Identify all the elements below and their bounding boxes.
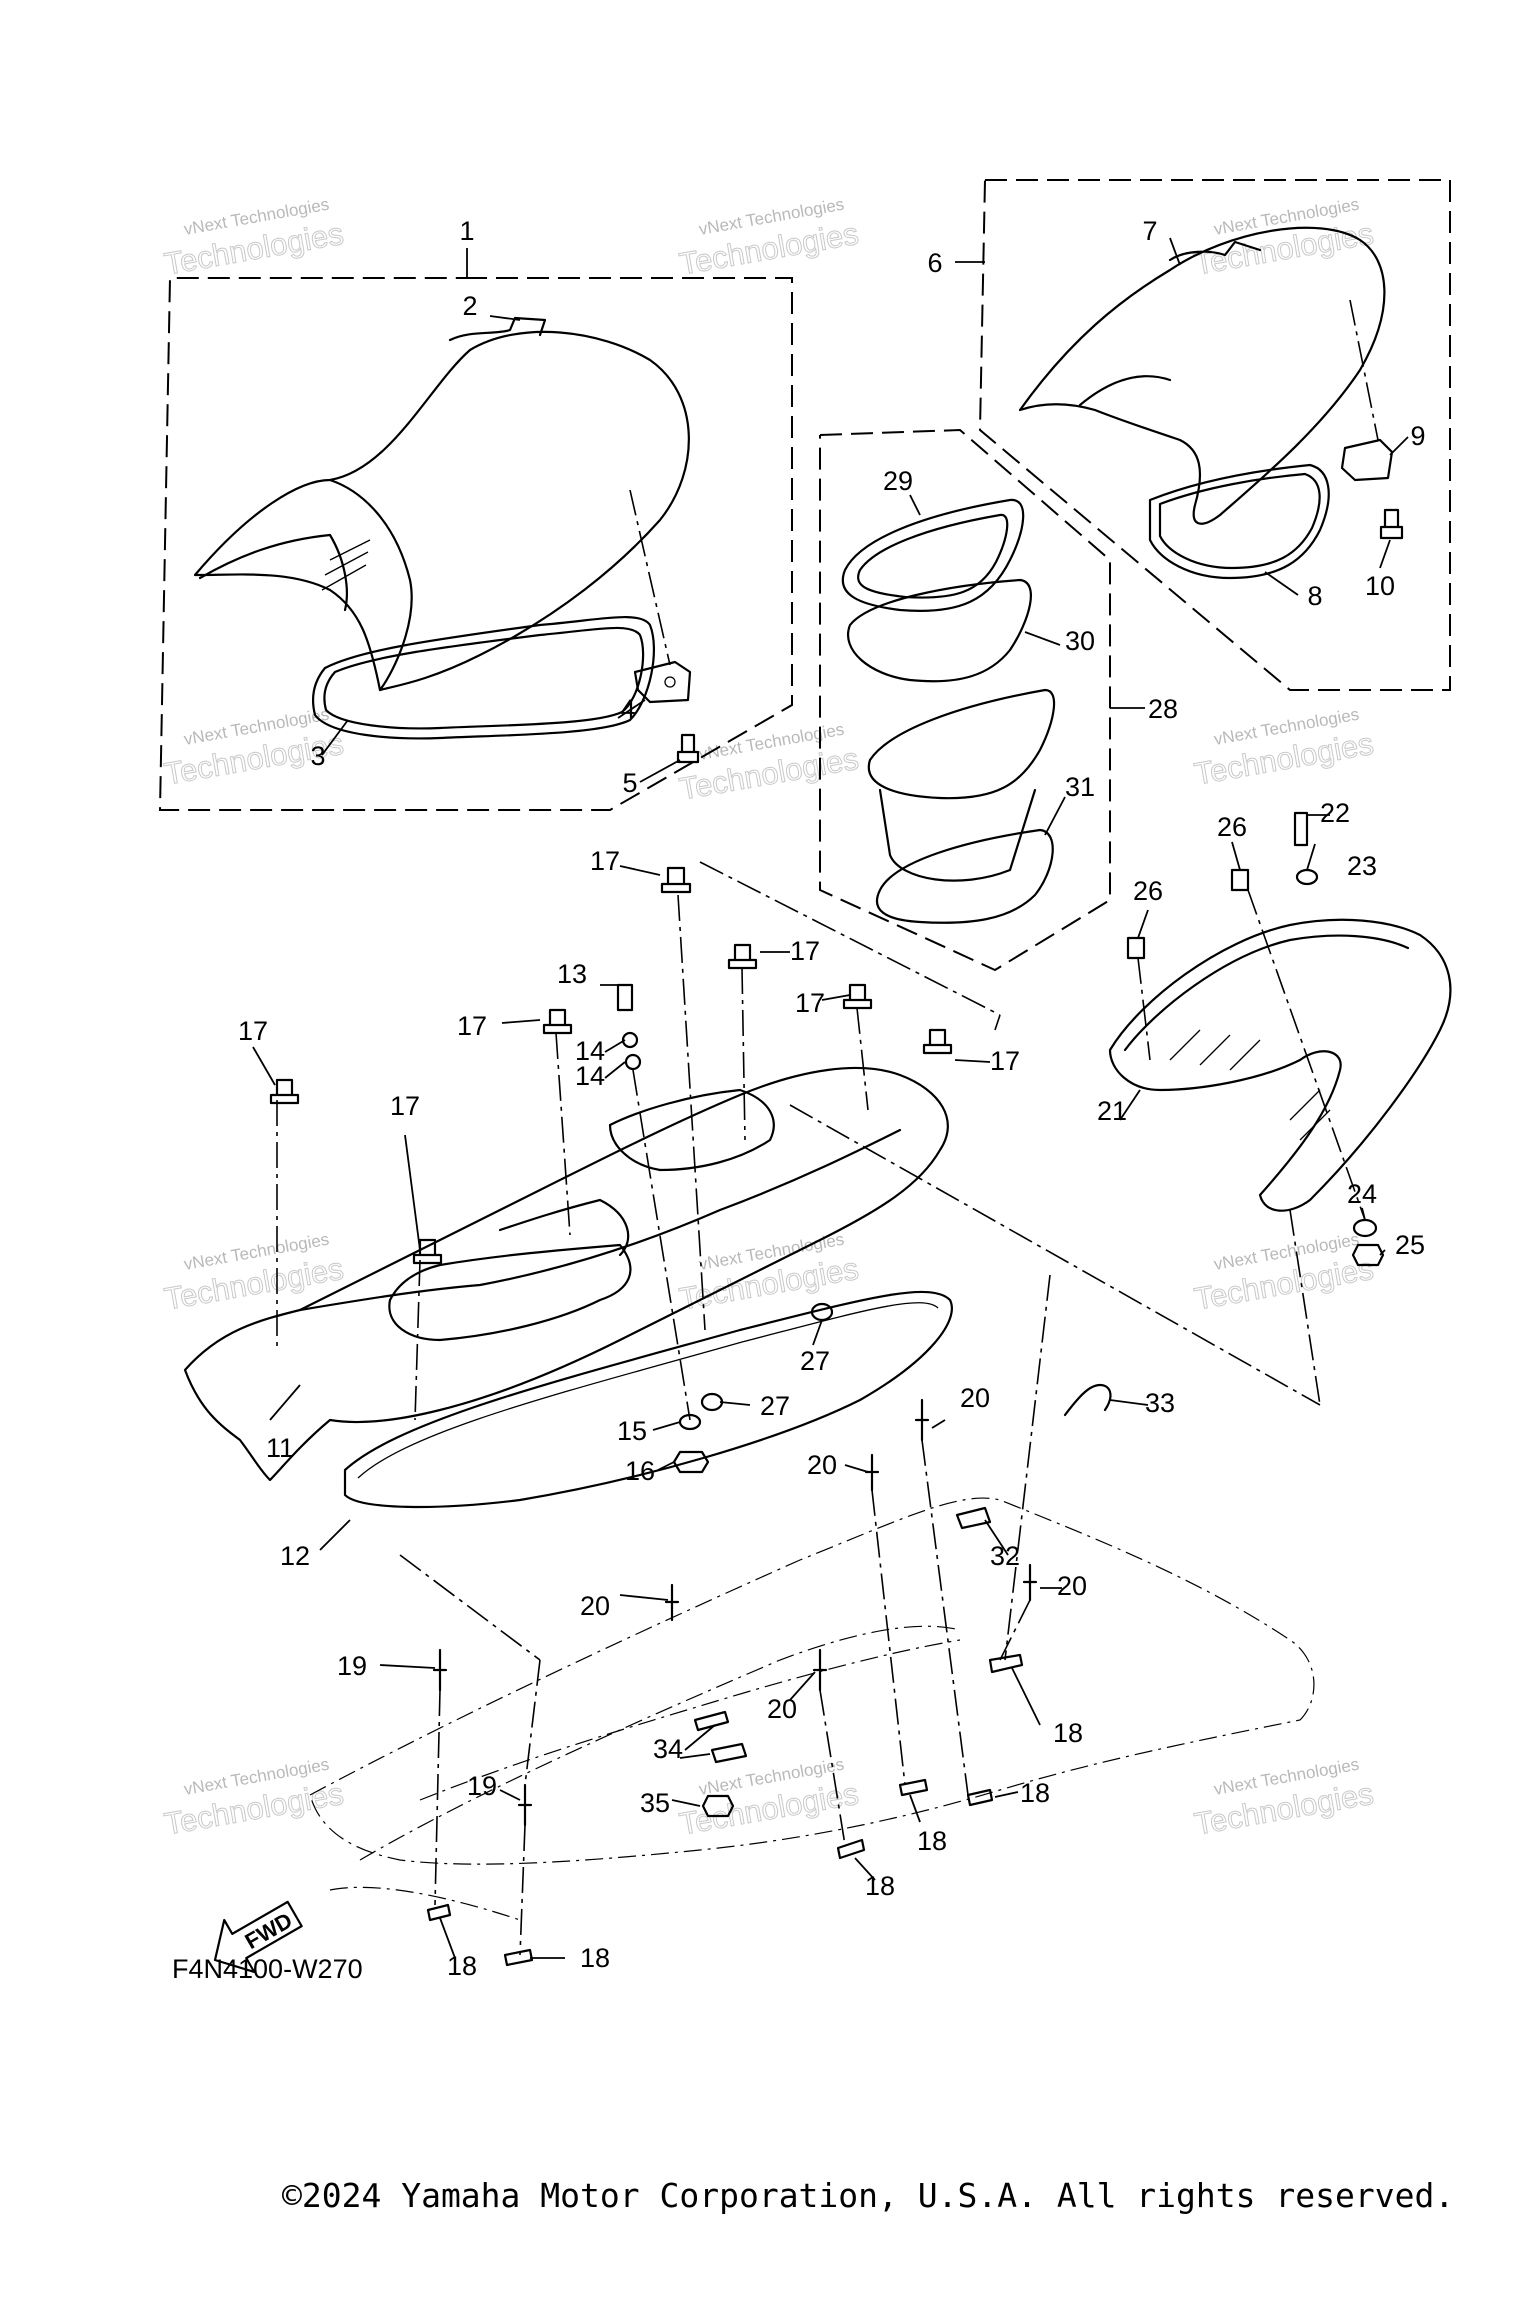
callout-number: 10	[1365, 571, 1395, 601]
callout-number: 17	[590, 846, 620, 876]
callout-number: 20	[960, 1383, 990, 1413]
callout-number: 20	[767, 1694, 797, 1724]
callout-number: 20	[1057, 1571, 1087, 1601]
callout-number: 11	[266, 1433, 294, 1463]
callout-number: 8	[1307, 581, 1322, 611]
callout-number: 3	[310, 741, 325, 771]
storage-box	[841, 498, 1056, 924]
assembly-lines	[276, 861, 1366, 1956]
callout-number: 17	[795, 988, 825, 1018]
callout-number: 35	[640, 1788, 670, 1818]
front-seat-group-box	[158, 277, 793, 811]
hull-outline	[309, 1497, 1315, 1921]
callout-number: 21	[1097, 1096, 1127, 1126]
callout-number: 22	[1320, 798, 1350, 828]
copyright-notice: ©2024 Yamaha Motor Corporation, U.S.A. A…	[282, 2176, 1455, 2215]
callout-number: 20	[807, 1450, 837, 1480]
callout-number: 32	[990, 1541, 1020, 1571]
seat-base-deck	[183, 1066, 953, 1509]
callout-number: 18	[917, 1826, 947, 1856]
callout-number: 34	[653, 1734, 683, 1764]
callout-number: 15	[617, 1416, 647, 1446]
callout-number: 14	[575, 1036, 605, 1066]
diagram-code: F4N4100-W270	[172, 1954, 363, 1984]
group-boxes	[158, 179, 1451, 972]
callout-number: 33	[1145, 1388, 1175, 1418]
callout-number: 26	[1133, 876, 1163, 906]
rear-handle	[1108, 918, 1452, 1212]
front-seat	[193, 316, 700, 764]
callout-number: 17	[390, 1091, 420, 1121]
rear-seat	[1018, 226, 1404, 580]
callout-number: 20	[580, 1591, 610, 1621]
leader-lines	[252, 237, 1409, 1959]
callout-number: 5	[622, 768, 637, 798]
callouts: 1234567891030282931323322232425262621111…	[238, 216, 1426, 1981]
storage-group-box	[819, 428, 1111, 972]
callout-number: 6	[927, 248, 942, 278]
callout-number: 18	[1020, 1778, 1050, 1808]
callout-number: 23	[1347, 851, 1377, 881]
callout-number: 31	[1065, 772, 1095, 802]
callout-number: 2	[462, 291, 477, 321]
callout-number: 17	[457, 1011, 487, 1041]
callout-number: 9	[1410, 421, 1425, 451]
callout-number: 27	[760, 1391, 790, 1421]
fwd-label: FWD	[241, 1907, 297, 1954]
callout-number: 18	[580, 1943, 610, 1973]
callout-number: 26	[1217, 812, 1247, 842]
callout-number: 29	[883, 466, 913, 496]
callout-number: 18	[1053, 1718, 1083, 1748]
callout-number: 18	[447, 1951, 477, 1981]
callout-number: 24	[1347, 1179, 1377, 1209]
callout-number: 17	[790, 936, 820, 966]
callout-number: 14	[575, 1061, 605, 1091]
watermarks: vNext Technologies Technologies vNext Te…	[161, 195, 1376, 1843]
callout-number: 18	[865, 1871, 895, 1901]
callout-number: 1	[459, 216, 474, 246]
callout-number: 28	[1148, 694, 1178, 724]
callout-number: 19	[467, 1771, 497, 1801]
callout-number: 25	[1395, 1230, 1425, 1260]
rear-seat-group-box	[978, 179, 1451, 691]
callout-number: 17	[990, 1046, 1020, 1076]
callout-number: 12	[280, 1541, 310, 1571]
callout-number: 19	[337, 1651, 367, 1681]
callout-number: 27	[800, 1346, 830, 1376]
callout-number: 13	[557, 959, 587, 989]
callout-number: 4	[620, 694, 635, 724]
callout-number: 30	[1065, 626, 1095, 656]
callout-number: 16	[625, 1456, 655, 1486]
callout-number: 7	[1142, 216, 1157, 246]
callout-number: 17	[238, 1016, 268, 1046]
